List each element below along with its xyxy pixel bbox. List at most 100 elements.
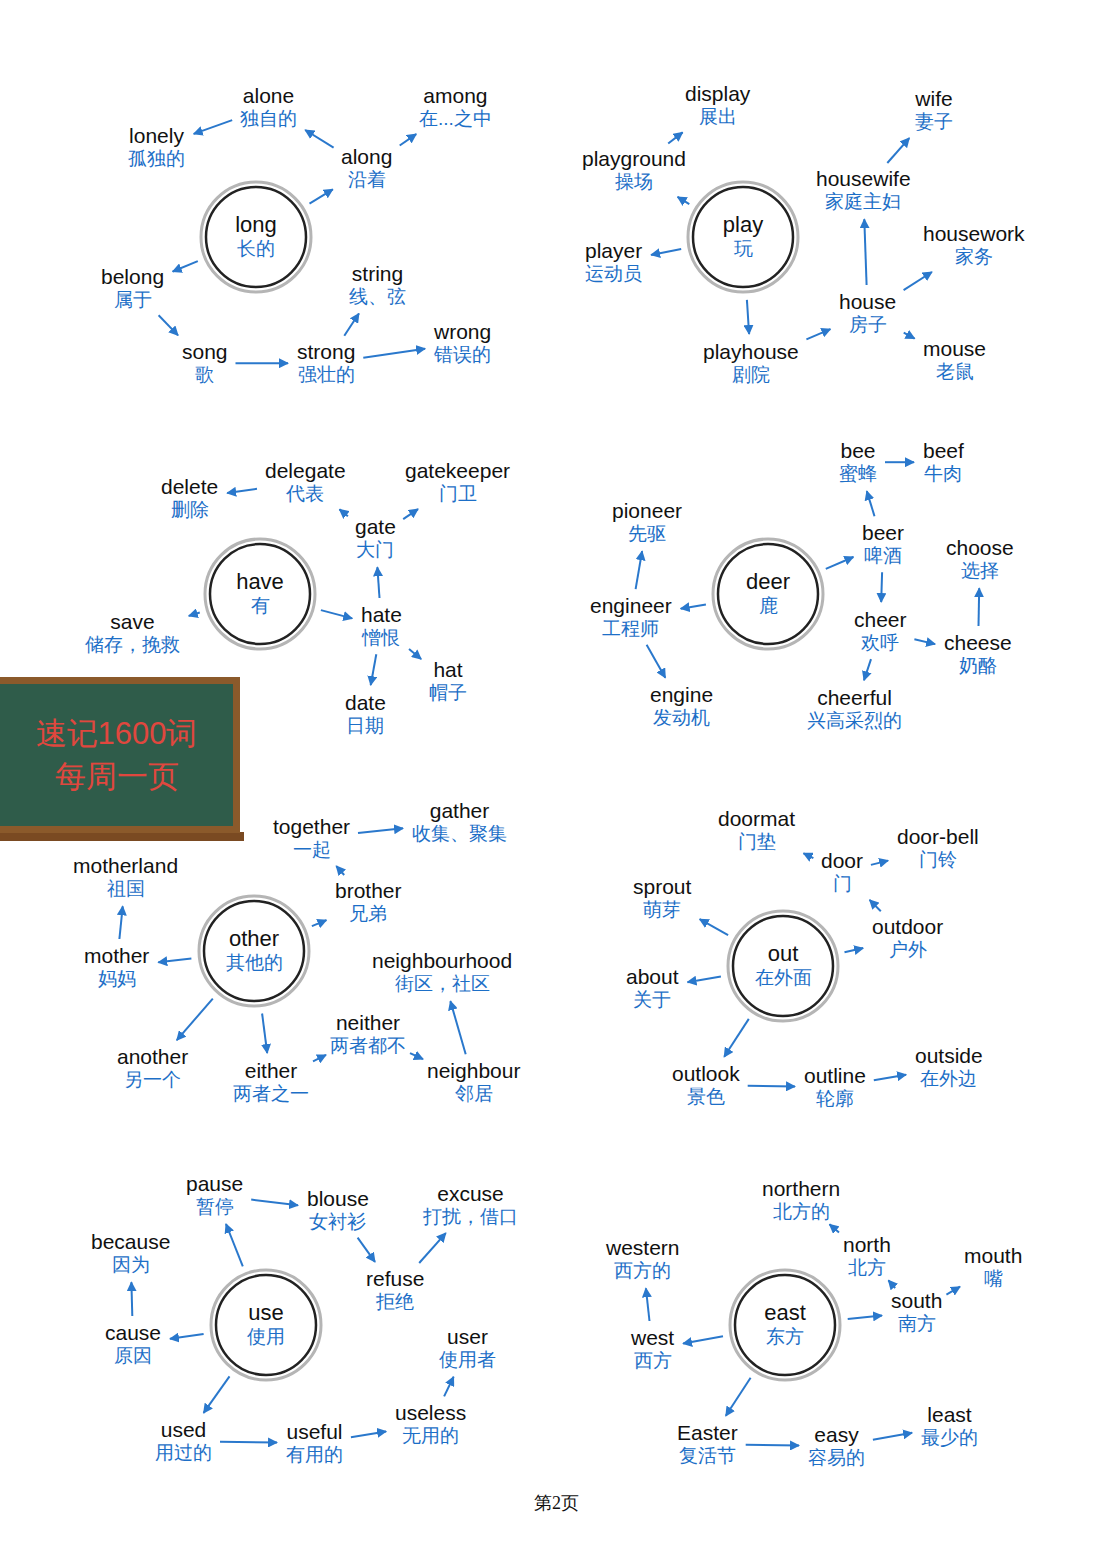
chinese-meaning: 萌芽 — [633, 899, 691, 922]
english-word: cheerful — [807, 686, 902, 710]
english-word: door — [821, 849, 863, 873]
arrow-connector — [726, 1378, 751, 1416]
english-word: mother — [84, 944, 149, 968]
chinese-meaning: 展出 — [685, 106, 750, 129]
arrow-connector — [668, 132, 682, 143]
arrow-connector — [371, 654, 377, 685]
chinese-meaning: 长的 — [237, 238, 275, 261]
english-word: excuse — [423, 1182, 518, 1206]
chinese-meaning: 妈妈 — [84, 968, 149, 991]
arrow-connector — [204, 1376, 230, 1413]
english-word: north — [843, 1233, 891, 1257]
english-word: western — [606, 1236, 680, 1260]
word-node: playground操场 — [578, 146, 690, 194]
chinese-meaning: 欢呼 — [854, 632, 907, 655]
word-node: along沿着 — [337, 144, 396, 192]
english-word: cause — [105, 1321, 161, 1345]
word-node: cheese奶酪 — [940, 630, 1016, 678]
arrow-connector — [864, 659, 871, 680]
chinese-meaning: 轮廓 — [804, 1088, 866, 1111]
english-word: Easter — [677, 1421, 738, 1445]
word-node: save储存，挽救 — [81, 609, 184, 657]
chinese-meaning: 其他的 — [226, 952, 283, 975]
english-word: northern — [762, 1177, 840, 1201]
arrow-connector — [946, 1287, 960, 1295]
chinese-meaning: 家务 — [923, 246, 1025, 269]
chinese-meaning: 线、弦 — [349, 286, 406, 309]
board-ledge — [0, 832, 244, 841]
english-word: door-bell — [897, 825, 979, 849]
chinese-meaning: 用过的 — [155, 1442, 212, 1465]
chinese-meaning: 关于 — [626, 989, 679, 1012]
word-node: doormat门垫 — [714, 806, 799, 854]
english-word: playground — [582, 147, 686, 171]
arrow-connector — [683, 1336, 723, 1343]
word-node: cheerful兴高采烈的 — [803, 685, 906, 733]
word-node: engineer工程师 — [586, 593, 676, 641]
arrow-connector — [646, 1288, 650, 1321]
arrow-connector — [826, 557, 854, 569]
english-word: hat — [429, 658, 467, 682]
chinese-meaning: 邻居 — [427, 1083, 520, 1106]
word-node: bee蜜蜂 — [835, 438, 881, 486]
arrow-connector — [681, 605, 706, 609]
english-word: display — [685, 82, 750, 106]
word-node: string线、弦 — [345, 261, 410, 309]
word-node: motherland祖国 — [69, 853, 182, 901]
arrow-connector — [340, 509, 348, 516]
word-node: useless无用的 — [391, 1400, 470, 1448]
arrow-connector — [724, 1019, 749, 1057]
arrow-connector — [321, 610, 352, 618]
english-word: neither — [330, 1011, 406, 1035]
root-circle: long长的 — [198, 179, 314, 295]
english-word: useless — [395, 1401, 466, 1425]
chinese-meaning: 西方 — [631, 1350, 674, 1373]
arrow-connector — [409, 649, 421, 659]
chinese-meaning: 两者都不 — [330, 1035, 406, 1058]
page-number: 第2页 — [534, 1491, 579, 1515]
english-word: either — [233, 1059, 309, 1083]
arrow-connector — [804, 853, 814, 858]
chinese-meaning: 原因 — [105, 1345, 161, 1368]
arrow-connector — [119, 906, 122, 939]
chinese-meaning: 有用的 — [286, 1444, 343, 1467]
chinese-meaning: 大门 — [355, 539, 396, 562]
word-node: pioneer先驱 — [608, 498, 686, 546]
english-word: together — [273, 815, 350, 839]
chinese-meaning: 门铃 — [897, 849, 979, 872]
english-word: out — [768, 942, 799, 967]
word-node: easy容易的 — [804, 1422, 869, 1470]
arrow-connector — [226, 1224, 243, 1266]
chinese-meaning: 家庭主妇 — [816, 191, 911, 214]
english-word: player — [585, 239, 642, 263]
english-word: song — [182, 340, 228, 364]
word-node: neither两者都不 — [326, 1010, 410, 1058]
english-word: wife — [915, 87, 953, 111]
chinese-meaning: 收集、聚集 — [412, 823, 507, 846]
chinese-meaning: 暂停 — [186, 1196, 243, 1219]
arrow-connector — [262, 1014, 267, 1054]
word-node: useful有用的 — [282, 1419, 347, 1467]
arrow-connector — [363, 349, 425, 358]
english-word: engine — [650, 683, 713, 707]
arrow-connector — [978, 588, 981, 626]
arrow-connector — [747, 300, 749, 334]
root-circle: deer鹿 — [710, 536, 826, 652]
chinese-meaning: 房子 — [839, 314, 896, 337]
chinese-meaning: 门 — [821, 873, 863, 896]
chinese-meaning: 拒绝 — [366, 1291, 424, 1314]
english-word: pause — [186, 1172, 243, 1196]
board-text: 速记1600词 — [36, 712, 198, 755]
arrow-connector — [130, 1282, 133, 1316]
english-word: blouse — [307, 1187, 369, 1211]
word-node: neighbour邻居 — [423, 1058, 524, 1106]
word-node: refuse拒绝 — [362, 1266, 428, 1314]
chinese-meaning: 容易的 — [808, 1447, 865, 1470]
english-word: belong — [101, 265, 164, 289]
word-node: another另一个 — [113, 1044, 192, 1092]
word-node: among在...之中 — [415, 83, 496, 131]
arrow-connector — [158, 958, 191, 962]
arrow-connector — [173, 261, 198, 271]
chinese-meaning: 憎恨 — [361, 627, 402, 650]
arrow-connector — [885, 461, 914, 463]
